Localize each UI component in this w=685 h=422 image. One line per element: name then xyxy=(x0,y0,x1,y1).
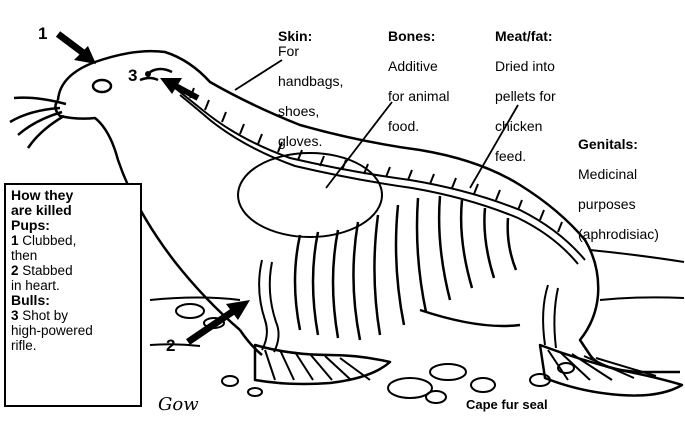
how-they-are-killed-box: How they are killed Pups: 1 Clubbed, the… xyxy=(4,183,142,407)
legend-title-2: are killed xyxy=(11,203,135,218)
arrow-3 xyxy=(145,71,198,98)
genitals-label-line-3: (aphrodisiac) xyxy=(578,226,659,242)
bones-label-line-3: food. xyxy=(388,118,419,134)
skin-label-head: Skin: xyxy=(278,28,312,44)
arrow-1 xyxy=(58,34,96,64)
skin-label-line-4: gloves. xyxy=(278,133,322,149)
genitals-label: Genitals: Medicinal purposes (aphrodisia… xyxy=(578,122,659,242)
bones-label-line-1: Additive xyxy=(388,58,438,74)
legend-bulls-3-text-2: high-powered xyxy=(11,323,135,338)
genitals-label-line-1: Medicinal xyxy=(578,166,637,182)
legend-pups-2-text: Stabbed xyxy=(22,263,72,278)
legend-bulls-3-text: Shot by xyxy=(22,308,68,323)
meat-label-head: Meat/fat: xyxy=(495,28,553,44)
legend-pups-2-text-2: in heart. xyxy=(11,278,135,293)
skin-leader xyxy=(235,60,282,90)
legend-bulls-heading: Bulls: xyxy=(11,293,135,308)
bones-label-head: Bones: xyxy=(388,28,435,44)
legend-pups-heading: Pups: xyxy=(11,218,135,233)
caption: Cape fur seal xyxy=(466,397,548,412)
genitals-label-head: Genitals: xyxy=(578,136,638,152)
meat-label-line-1: Dried into xyxy=(495,58,555,74)
legend-pups-1-number: 1 xyxy=(11,233,19,248)
marker-3: 3 xyxy=(128,66,137,86)
skin-label-line-3: shoes, xyxy=(278,103,319,119)
skin-label-line-1: For xyxy=(278,43,299,59)
meat-label-line-3: chicken xyxy=(495,118,542,134)
legend-title-1: How they xyxy=(11,188,135,203)
meat-label-line-2: pellets for xyxy=(495,88,556,104)
meat-label-line-4: feed. xyxy=(495,148,526,164)
legend-pups-1-text-2: then xyxy=(11,248,135,263)
scapula xyxy=(238,153,382,237)
legend-pups-1-text: Clubbed, xyxy=(22,233,76,248)
arrow-2 xyxy=(188,300,250,342)
marker-1: 1 xyxy=(38,24,47,44)
skin-label: Skin: For handbags, shoes, gloves. xyxy=(278,14,343,149)
artist-signature: Gow xyxy=(158,394,199,415)
marker-2: 2 xyxy=(166,336,175,356)
legend-bulls-3-number: 3 xyxy=(11,308,19,323)
genitals-label-line-2: purposes xyxy=(578,196,636,212)
bones-label: Bones: Additive for animal food. xyxy=(388,14,449,134)
ribs xyxy=(295,196,516,340)
legend-pups-2-number: 2 xyxy=(11,263,19,278)
meat-label: Meat/fat: Dried into pellets for chicken… xyxy=(495,14,556,164)
ground-rocks xyxy=(150,250,684,403)
bones-label-line-2: for animal xyxy=(388,88,449,104)
skin-label-line-2: handbags, xyxy=(278,73,343,89)
legend-bulls-3-text-3: rifle. xyxy=(11,338,135,353)
